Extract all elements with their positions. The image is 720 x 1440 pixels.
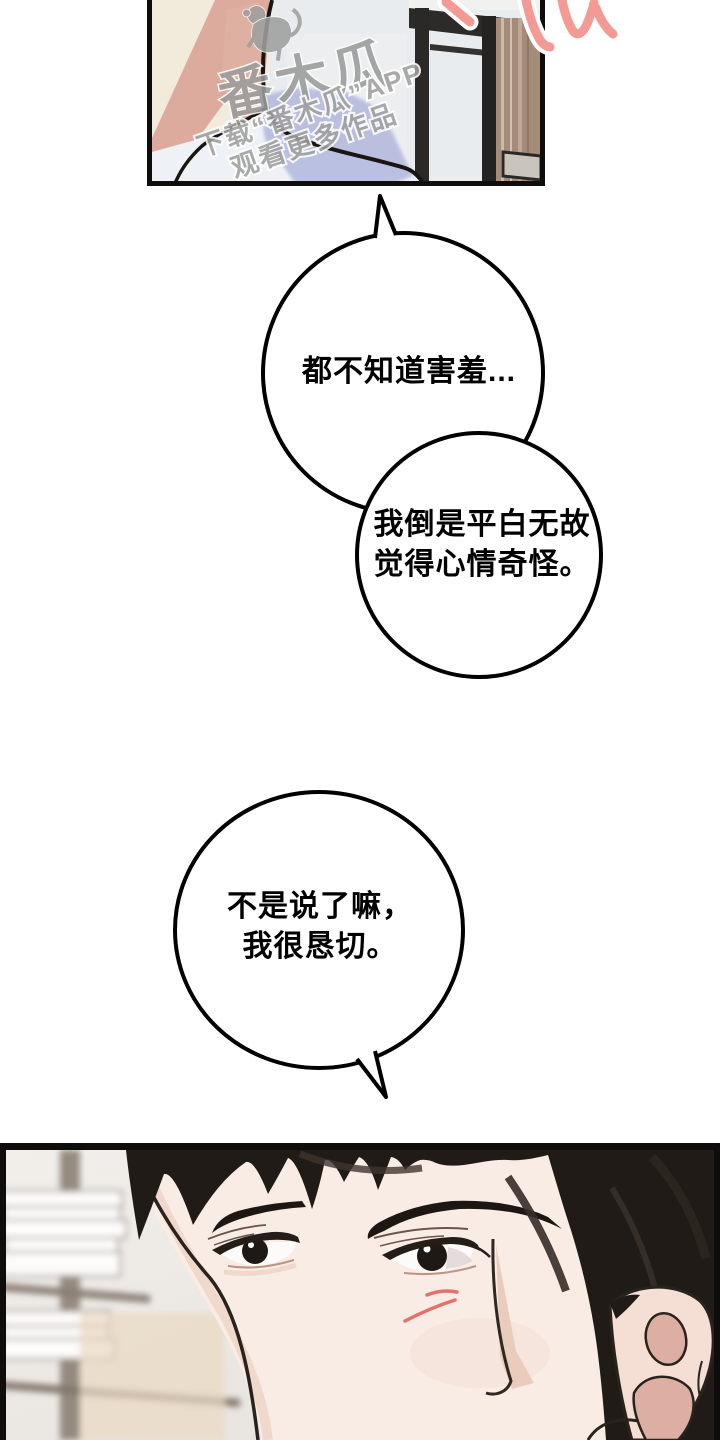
- bubble-1-text: 都不知道害羞...: [301, 355, 516, 388]
- ear-inner-lower: [632, 1375, 695, 1440]
- bottom-panel-artwork: [0, 1143, 720, 1440]
- bottom-panel: [0, 1143, 720, 1440]
- panel-border-top: [0, 1143, 720, 1150]
- bubble-2-line-2: 觉得心情奇怪。: [373, 548, 591, 581]
- right-sclera-shadow: [446, 1247, 472, 1269]
- ear-fold: [697, 1360, 703, 1398]
- panel-border-right: [540, 0, 545, 186]
- left-eyelid-crease: [207, 1224, 267, 1240]
- wood-streak: [510, 18, 512, 186]
- right-upper-lid: [382, 1237, 480, 1260]
- shelf-post-left: [415, 8, 429, 186]
- monkey-logo-icon: [242, 5, 302, 61]
- right-eye: [373, 1227, 491, 1276]
- pink-sfx-icon: [437, 0, 622, 56]
- wood-streak: [527, 18, 529, 186]
- book-stack-1: [0, 1190, 127, 1277]
- panel-border-left: [0, 1143, 6, 1440]
- left-eye: [207, 1224, 300, 1276]
- cheek-shading: [136, 1153, 273, 1440]
- blurred-shelf-background: [0, 1150, 240, 1440]
- left-under-eye-shade: [223, 1262, 297, 1276]
- sfx-overlay: [430, 0, 720, 150]
- right-lower-lid: [403, 1265, 477, 1276]
- nose-shadow: [496, 1245, 534, 1389]
- speech-bubble-2: [355, 431, 603, 679]
- nose-line: [485, 1238, 513, 1396]
- bubble-2-text: 我倒是平白无故 觉得心情奇怪。: [322, 505, 642, 585]
- cheek-scratch: [403, 1289, 459, 1323]
- shoulder-line: [261, 0, 426, 186]
- shelf-post-right: [482, 16, 496, 186]
- jaw-line: [586, 1418, 639, 1440]
- bubble-3-text: 不是说了嘛， 我很恳切。: [160, 887, 480, 967]
- left-eye-highlight: [248, 1242, 254, 1248]
- floor-glow: [80, 1313, 225, 1440]
- bubble-1-tail: [373, 194, 398, 239]
- left-upper-lid: [212, 1231, 300, 1255]
- panel-border-left: [147, 0, 152, 186]
- ear: [608, 1285, 715, 1440]
- left-eyelid-crease-2: [213, 1233, 255, 1246]
- shelf-bar-1: [0, 1283, 150, 1303]
- panel-border-bottom: [147, 181, 545, 186]
- right-eyebrow: [367, 1200, 562, 1239]
- hair-wisp-over-ear: [610, 1294, 640, 1319]
- collar-line: [172, 106, 267, 186]
- bubble-3-line-2: 我很恳切。: [242, 930, 398, 963]
- right-eye-highlight: [423, 1245, 431, 1253]
- hair-highlight: [298, 1150, 423, 1174]
- speech-bubble-layer: [0, 190, 720, 1110]
- hair-highlight-2: [504, 1174, 570, 1293]
- left-eyebrow: [212, 1201, 306, 1233]
- top-panel: 番木瓜 下载“番木瓜”APP 观看更多作品: [147, 0, 545, 186]
- panel-border-right: [714, 1143, 720, 1440]
- right-eye-lash: [475, 1245, 491, 1258]
- shelf-top-light: [409, 0, 545, 10]
- shelf-box: [501, 150, 543, 182]
- wood-streak: [518, 18, 522, 186]
- top-panel-artwork: 番木瓜 下载“番木瓜”APP 观看更多作品: [147, 0, 545, 186]
- bubble-2-line-1: 我倒是平白无故: [373, 508, 591, 541]
- bubble-3-tail: [355, 1050, 388, 1099]
- speech-bubble-3: [173, 790, 465, 1099]
- ear-inner-upper: [644, 1311, 688, 1367]
- bubble-3-line-1: 不是说了嘛，: [227, 890, 413, 923]
- wood-streak: [501, 18, 504, 186]
- left-lower-lid: [227, 1259, 295, 1269]
- hair-highlight-4: [648, 1153, 711, 1260]
- right-eyelid-crease-2: [379, 1235, 445, 1247]
- right-eyelid-crease: [373, 1227, 469, 1239]
